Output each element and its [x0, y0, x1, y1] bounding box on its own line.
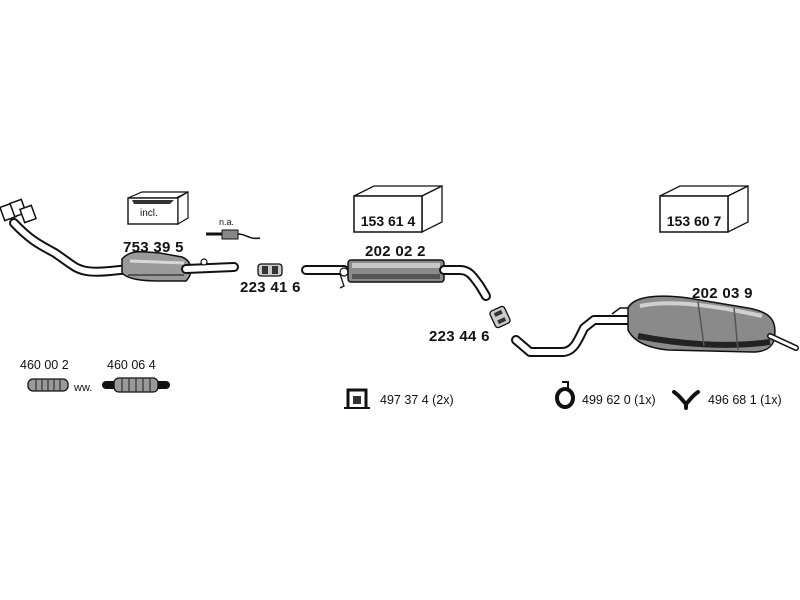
box-rear-icon [659, 184, 749, 234]
clamp-middle-part-number[interactable]: 223 44 6 [429, 328, 490, 345]
lambda-sensor-icon [206, 229, 261, 240]
fitting-hanger-label[interactable]: 496 68 1 (1x) [708, 393, 782, 407]
flex-1-part-number[interactable]: 460 00 2 [20, 358, 69, 372]
flex-pipe-icon [27, 378, 69, 392]
included-label: incl. [140, 208, 158, 219]
rubber-ring-icon [555, 381, 575, 409]
flex-pipe-long-icon [102, 377, 170, 393]
sleeve-clamp-icon [489, 305, 511, 329]
fitting-ring-label[interactable]: 499 62 0 (1x) [582, 393, 656, 407]
mount-bracket-icon [344, 388, 370, 409]
manifold-flange [0, 198, 37, 224]
middle-silencer-part-number[interactable]: 202 02 2 [365, 243, 426, 260]
alternative-text: ww. [74, 382, 93, 394]
rear-silencer-part-number[interactable]: 202 03 9 [692, 285, 753, 302]
clamp-front-part-number[interactable]: 223 41 6 [240, 279, 301, 296]
box-front-icon [353, 184, 443, 234]
front-pipe-catalyst-drawing [0, 198, 239, 282]
included-parts-box-icon [127, 190, 189, 226]
sensor-note-label: n.a. [219, 217, 235, 227]
fitting-bracket-label[interactable]: 497 37 4 (2x) [380, 393, 454, 407]
front-pipe-part-number[interactable]: 753 39 5 [123, 239, 184, 256]
rear-silencer-drawing [511, 295, 799, 357]
box-rear-part-number[interactable]: 153 60 7 [666, 213, 722, 229]
middle-silencer-drawing [301, 259, 491, 301]
clamp-icon [257, 263, 283, 277]
flex-2-part-number[interactable]: 460 06 4 [107, 358, 156, 372]
box-front-part-number[interactable]: 153 61 4 [360, 213, 416, 229]
y-hanger-icon [672, 390, 700, 410]
catalytic-converter [121, 250, 192, 282]
